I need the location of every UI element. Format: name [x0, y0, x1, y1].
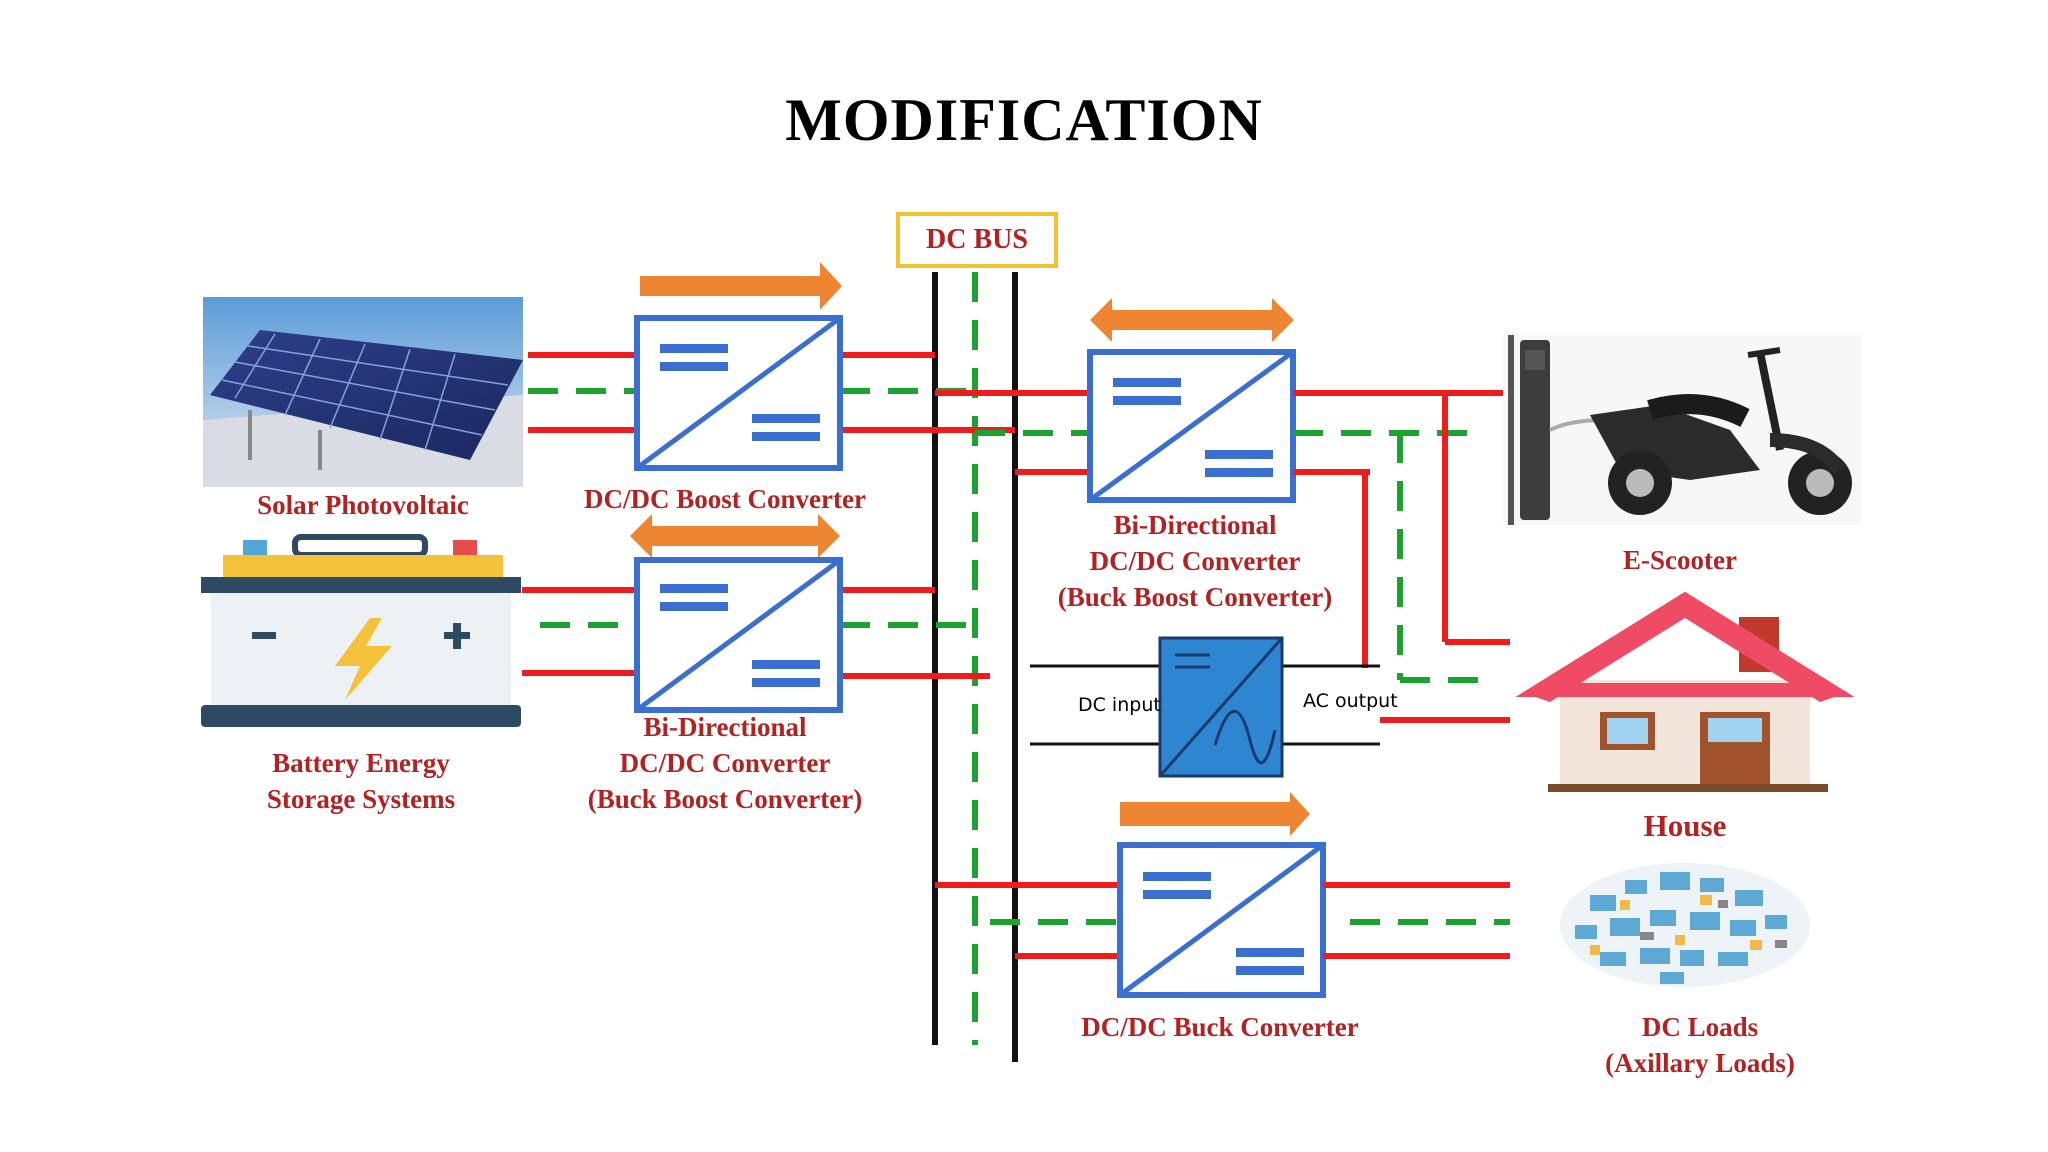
page-title: MODIFICATION	[785, 87, 1263, 153]
battery-image	[201, 534, 521, 727]
dc-loads-image	[1560, 863, 1810, 987]
bidir-scooter-label-line1: Bi-Directional	[1113, 510, 1277, 540]
scooter-label: E-Scooter	[1623, 545, 1737, 575]
inverter-block	[1158, 636, 1284, 778]
house-image	[1515, 591, 1855, 792]
boost-converter-label: DC/DC Boost Converter	[584, 484, 866, 514]
boost-converter-block	[634, 262, 843, 471]
bidir-battery-label-line2: DC/DC Converter	[619, 748, 831, 778]
buck-converter-label: DC/DC Buck Converter	[1081, 1012, 1359, 1042]
battery-label-line1: Battery Energy	[272, 748, 450, 778]
buck-converter-block	[1117, 792, 1326, 998]
bidir-battery-label-line3: (Buck Boost Converter)	[587, 784, 863, 814]
house-label: House	[1643, 808, 1727, 843]
dc-loads-label-line2: (Axillary Loads)	[1605, 1048, 1795, 1078]
inverter-dc-input-label: DC input	[1078, 694, 1161, 716]
solar-label: Solar Photovoltaic	[257, 490, 469, 520]
solar-photovoltaic-image	[203, 297, 523, 487]
bidir-scooter-label-line3: (Buck Boost Converter)	[1057, 582, 1333, 612]
bidirectional-converter-battery-block	[630, 514, 843, 713]
bidir-battery-label-line1: Bi-Directional	[643, 712, 807, 742]
e-scooter-image	[1503, 335, 1861, 525]
inverter-ac-output-label: AC output	[1303, 690, 1398, 712]
dc-bus-box	[896, 212, 1058, 268]
bidirectional-converter-scooter-block	[1087, 298, 1296, 503]
dc-bus-label: DC BUS	[926, 224, 1028, 255]
battery-label-line2: Storage Systems	[266, 784, 456, 814]
dc-loads-label-line1: DC Loads	[1641, 1012, 1759, 1042]
bidir-scooter-label-line2: DC/DC Converter	[1089, 546, 1301, 576]
